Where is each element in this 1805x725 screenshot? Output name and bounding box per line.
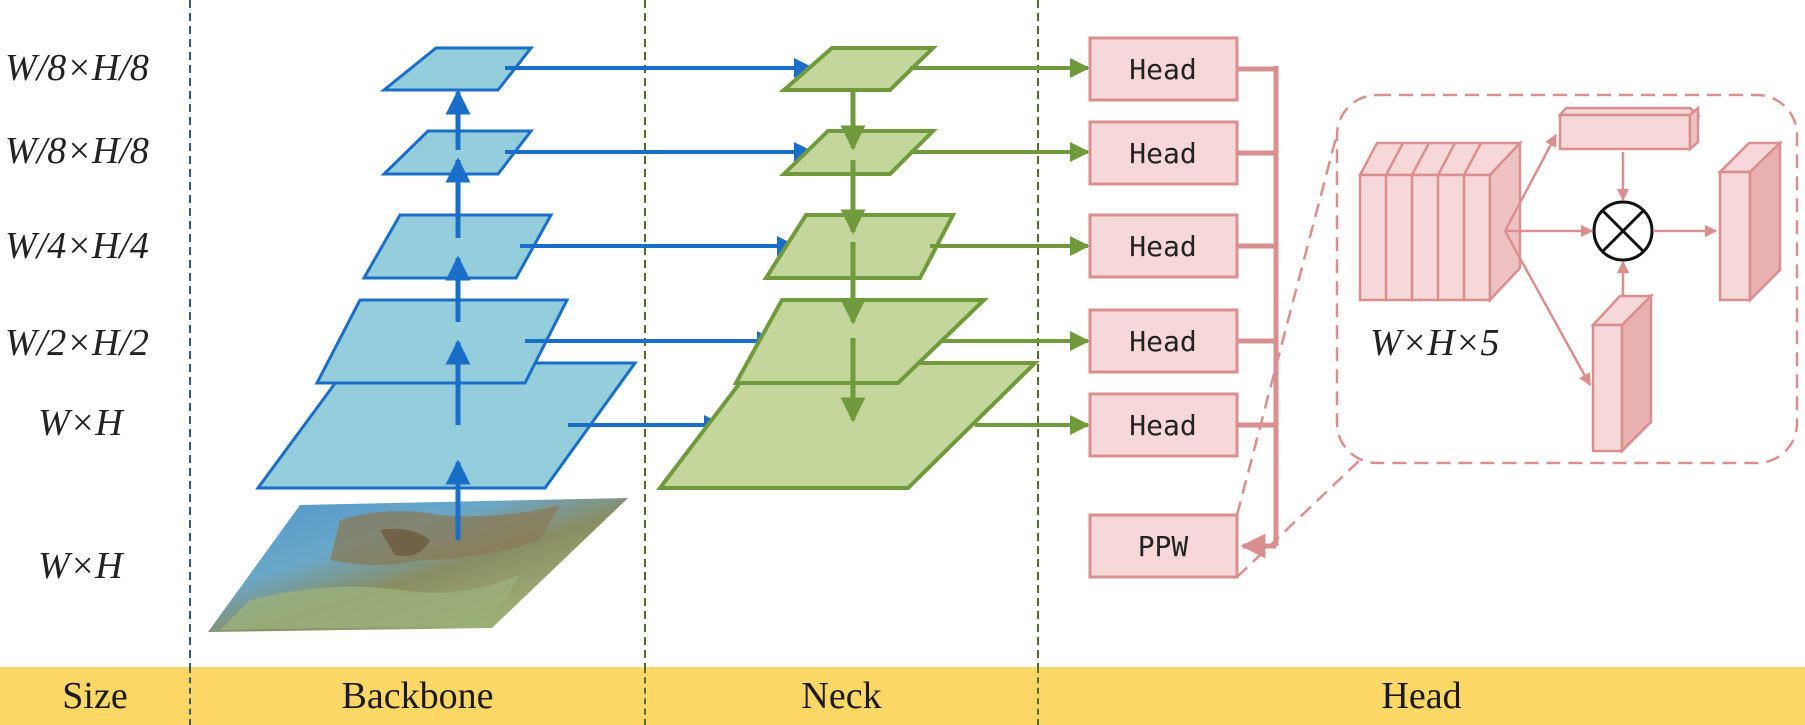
head-label-4: Head [1129, 325, 1196, 358]
backbone-layer-3 [361, 213, 554, 280]
neck-layer-2 [779, 129, 938, 176]
head-label-5: Head [1129, 409, 1196, 442]
bottom-feature-block [1590, 292, 1655, 455]
neck-layer-3 [762, 213, 957, 280]
section-label-head: Head [1381, 675, 1462, 717]
head-box-1: Head [1088, 36, 1239, 102]
neck-layers [655, 46, 1040, 490]
size-label-input: W×H [38, 545, 125, 587]
size-label-row4: W/2×H/2 [5, 322, 149, 364]
neck-to-head-arrows [910, 58, 1090, 435]
output-feature-block [1716, 140, 1784, 304]
head-aggregation [1237, 66, 1279, 559]
neck-layer-1 [778, 46, 938, 92]
size-label-row3: W/4×H/4 [5, 225, 149, 267]
feature-stack [1357, 139, 1523, 304]
head-box-5: Head [1088, 392, 1239, 458]
section-bar: Size Backbone Neck Head [0, 667, 1805, 725]
input-image [208, 498, 628, 632]
neck-layer-5 [655, 361, 1040, 490]
neck-layer-4 [732, 298, 989, 385]
backbone-layer-5 [255, 361, 638, 490]
backbone-layers [255, 46, 638, 490]
detail-size-label: W×H×5 [1370, 322, 1499, 364]
bar-separator-1 [189, 667, 191, 725]
head-box-3: Head [1088, 213, 1239, 279]
head-label-1: Head [1129, 53, 1196, 86]
section-label-neck: Neck [801, 675, 882, 717]
head-box-2: Head [1088, 120, 1239, 186]
section-label-backbone: Backbone [341, 675, 494, 717]
zoom-line-top [1235, 129, 1340, 516]
head-label-3: Head [1129, 230, 1196, 263]
backbone-to-neck-arrows [505, 58, 814, 435]
detail-arrows [1503, 133, 1718, 387]
backbone-layer-1 [379, 46, 535, 92]
backbone-layer-4 [314, 298, 570, 385]
size-label-row5: W×H [38, 402, 125, 444]
bar-separator-2 [644, 667, 646, 725]
ppw-box: PPW [1088, 513, 1239, 579]
ppw-detail-panel: W×H×5 [1335, 93, 1799, 465]
head-label-2: Head [1129, 137, 1196, 170]
size-label-row2: W/8×H/8 [5, 130, 149, 172]
bar-separator-3 [1037, 667, 1039, 725]
size-label-row1: W/8×H/8 [5, 47, 149, 89]
backbone-layer-2 [380, 129, 535, 176]
section-label-size: Size [62, 675, 128, 717]
multiply-operator-icon [1592, 200, 1654, 262]
zoom-line-bottom [1236, 457, 1363, 578]
top-feature-bar [1557, 105, 1702, 152]
head-box-4: Head [1088, 308, 1239, 374]
ppw-label: PPW [1138, 530, 1189, 563]
